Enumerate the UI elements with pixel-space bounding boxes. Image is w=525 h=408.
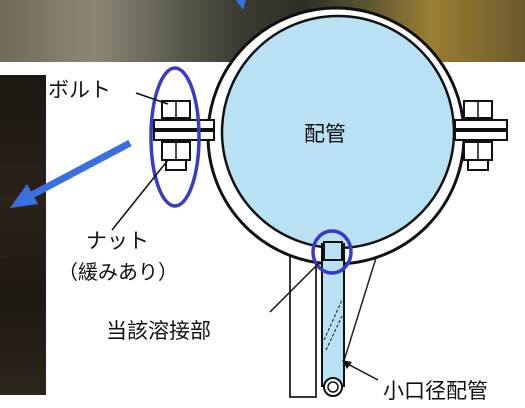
support-plate bbox=[289, 251, 317, 398]
weld-highlight-ellipse bbox=[311, 229, 353, 275]
blue-arrow-shaft bbox=[26, 139, 132, 201]
bolt-leader bbox=[135, 92, 169, 105]
small-pipe-label: 小口径配管 bbox=[383, 379, 488, 403]
nut-label: ナット bbox=[86, 229, 149, 253]
blue-arrow-head bbox=[10, 184, 38, 208]
right-bolt-assembly bbox=[454, 100, 508, 171]
nut-highlight-ellipse bbox=[149, 66, 201, 208]
left-edge-tick bbox=[0, 256, 10, 258]
bolt-label: ボルト bbox=[48, 78, 111, 102]
pipe-label: 配管 bbox=[304, 122, 346, 146]
top-arrow-fragment bbox=[236, 0, 246, 10]
nut-leader bbox=[111, 159, 169, 231]
left-bolt-assembly bbox=[153, 100, 215, 171]
weld-leader bbox=[269, 261, 321, 313]
background-photo-left bbox=[0, 75, 46, 395]
small-bore-pipe bbox=[321, 243, 345, 387]
weld-label: 当該溶接部 bbox=[106, 319, 211, 343]
nut-note-label: （緩みあり） bbox=[58, 260, 178, 284]
small-pipe-arrowhead bbox=[342, 360, 352, 369]
weld-joint bbox=[323, 241, 343, 261]
